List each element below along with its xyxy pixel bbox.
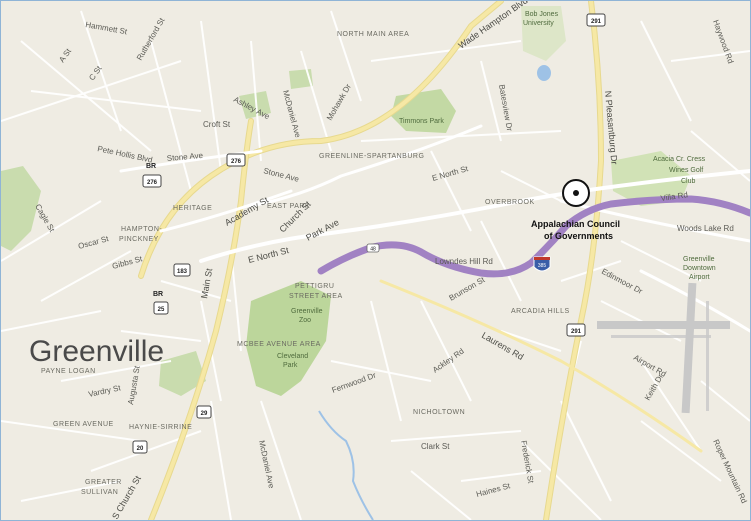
street-croft: Croft St — [203, 120, 231, 129]
shield-us291-top: 291 — [586, 13, 606, 27]
park-bju-2: University — [523, 20, 554, 27]
reedy-river — [318, 410, 374, 520]
poi-marker[interactable] — [562, 179, 590, 207]
area-mcbee: MCBEE AVENUE AREA — [237, 341, 321, 348]
svg-text:291: 291 — [591, 19, 602, 25]
highlighted-route[interactable] — [317, 195, 750, 278]
area-greater-1: GREATER — [85, 479, 122, 486]
park-cleveland-1: Cleveland — [277, 353, 308, 360]
shield-us25: 25 — [153, 301, 169, 315]
area-pettigru-1: PETTIGRU — [295, 283, 334, 290]
svg-text:276: 276 — [231, 159, 242, 165]
park-south — [159, 351, 206, 396]
golf-club-area — [611, 151, 691, 206]
shield-us29: 29 — [196, 405, 212, 419]
poi-marker-dot — [573, 190, 579, 196]
shield-us276-a: 276 — [226, 153, 246, 167]
park-west — [1, 166, 41, 251]
park-zoo-2: Zoo — [299, 317, 311, 324]
city-label: Greenville — [29, 335, 164, 368]
lake — [537, 65, 551, 81]
poi-name-line2: of Governments — [544, 231, 613, 241]
minor-streets — [1, 10, 750, 520]
svg-text:20: 20 — [137, 446, 144, 452]
shield-sc48: 48 — [366, 243, 380, 253]
street-stone-1: Stone Ave — [166, 151, 204, 163]
svg-text:25: 25 — [158, 307, 165, 313]
area-greater-2: SULLIVAN — [81, 489, 118, 496]
shield-br-25: BR — [153, 291, 163, 298]
area-arcadia-hills: ARCADIA HILLS — [511, 308, 570, 315]
area-overbrook: OVERBROOK — [485, 199, 535, 206]
shield-i385: 385 — [533, 256, 551, 272]
area-hampton-1: HAMPTON- — [121, 226, 162, 233]
park-bju-1: Bob Jones — [525, 11, 559, 18]
shield-us20: 20 — [132, 440, 148, 454]
area-haynie-sirrine: HAYNIE-SIRRINE — [129, 424, 192, 431]
svg-text:276: 276 — [147, 180, 158, 186]
shield-sc183: 183 — [173, 263, 191, 277]
area-greenline: GREENLINE-SPARTANBURG — [319, 153, 424, 160]
svg-text:385: 385 — [538, 263, 547, 269]
shield-us291-bottom: 291 — [566, 323, 586, 337]
svg-text:291: 291 — [571, 329, 582, 335]
park-timmons: Timmons Park — [399, 118, 444, 125]
poi-name-line1: Appalachian Council — [531, 219, 620, 229]
park-north — [239, 91, 271, 119]
airport-label-2: Downtown — [683, 265, 716, 272]
svg-text:29: 29 — [201, 411, 208, 417]
area-hampton-2: PINCKNEY — [119, 236, 159, 243]
park-golf-1: Acacia Cr. Cress — [653, 156, 706, 163]
airport-label-3: Airport — [689, 274, 710, 281]
area-nicholtown: NICHOLTOWN — [413, 409, 465, 416]
area-green-avenue: GREEN AVENUE — [53, 421, 114, 428]
area-labels: NORTH MAIN AREA GREENLINE-SPARTANBURG HE… — [41, 31, 570, 496]
street-woods-lake: Woods Lake Rd — [677, 224, 734, 233]
park-zoo-1: Greenville — [291, 308, 323, 315]
svg-text:183: 183 — [177, 269, 188, 275]
street-lowndes: Lowndes Hill Rd — [435, 257, 493, 266]
route-shields: 291 291 276 276 BR BR 183 25 29 — [132, 13, 606, 454]
svg-text:48: 48 — [370, 247, 376, 253]
area-north-main: NORTH MAIN AREA — [337, 31, 409, 38]
park-golf-2: Wines Golf — [669, 167, 703, 174]
airport-label-1: Greenville — [683, 256, 715, 263]
street-clark: Clark St — [421, 442, 450, 451]
shield-br-276: BR — [146, 163, 156, 170]
airport-runways — [597, 282, 730, 414]
area-pettigru-2: STREET AREA — [289, 293, 343, 300]
park-cleveland-2: Park — [283, 362, 298, 369]
park-golf-3: Club — [681, 178, 696, 185]
park-labels: Timmons Park Greenville Zoo Cleveland Pa… — [277, 11, 716, 369]
water-features — [318, 65, 551, 520]
shield-us276-b: 276 — [142, 174, 162, 188]
area-east-park: EAST PARK — [267, 203, 310, 210]
cleveland-park-area — [246, 281, 331, 396]
area-payne-logan: PAYNE LOGAN — [41, 368, 96, 375]
area-heritage: HERITAGE — [173, 205, 212, 212]
bju-campus — [521, 6, 566, 61]
street-villa: Villa Rd — [660, 190, 688, 203]
